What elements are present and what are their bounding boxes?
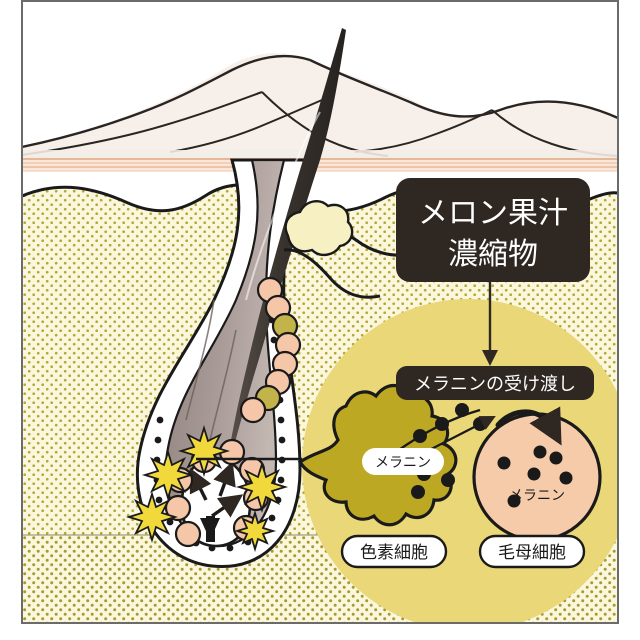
pill-melanocyte: 色素細胞 (340, 534, 448, 569)
bulb-melanin-stars (125, 424, 289, 553)
callout-ingredient: メロン果汁 濃縮物 (396, 178, 590, 282)
hair-highlight (245, 111, 321, 301)
illustration-frame (21, 0, 619, 624)
sebaceous-gland (284, 200, 354, 257)
callout-transfer: メラニンの受け渡し (396, 366, 594, 400)
callout-transfer-label: メラニンの受け渡し (414, 374, 576, 395)
pill-matrix-cell: 毛母細胞 (478, 534, 586, 569)
hair-inner-line-2 (209, 329, 237, 441)
callout-ingredient-line1: メロン果汁 (418, 196, 568, 231)
pill-melanocyte-label: 色素細胞 (360, 543, 428, 563)
pill-melanin-melanocyte: メラニン (362, 448, 444, 475)
matrix-melanin-granules (497, 445, 573, 508)
pill-matrix-cell-label: 毛母細胞 (498, 543, 566, 563)
incoming-transfer-arrow (495, 406, 562, 446)
papilla-arrow-stem (206, 516, 215, 542)
skin-surface (22, 53, 618, 158)
callout-ingredient-line2: 濃縮物 (448, 237, 538, 272)
hair-inner-line-1 (185, 299, 215, 421)
pill-melanin-matrix-label: メラニン (509, 488, 565, 504)
pill-melanin-melanocyte-label: メラニン (375, 455, 431, 471)
upper-cell-chain (239, 276, 302, 424)
ingredient-arrow-head (482, 350, 498, 366)
papilla-arrows (189, 461, 244, 518)
diagram-body: メラニン メラニン 色素細胞 毛母細胞 メラニンの受け渡し メロン果汁 濃縮物 (22, 1, 618, 623)
hair-shaft (224, 28, 346, 486)
sebaceous-duct (283, 248, 381, 299)
